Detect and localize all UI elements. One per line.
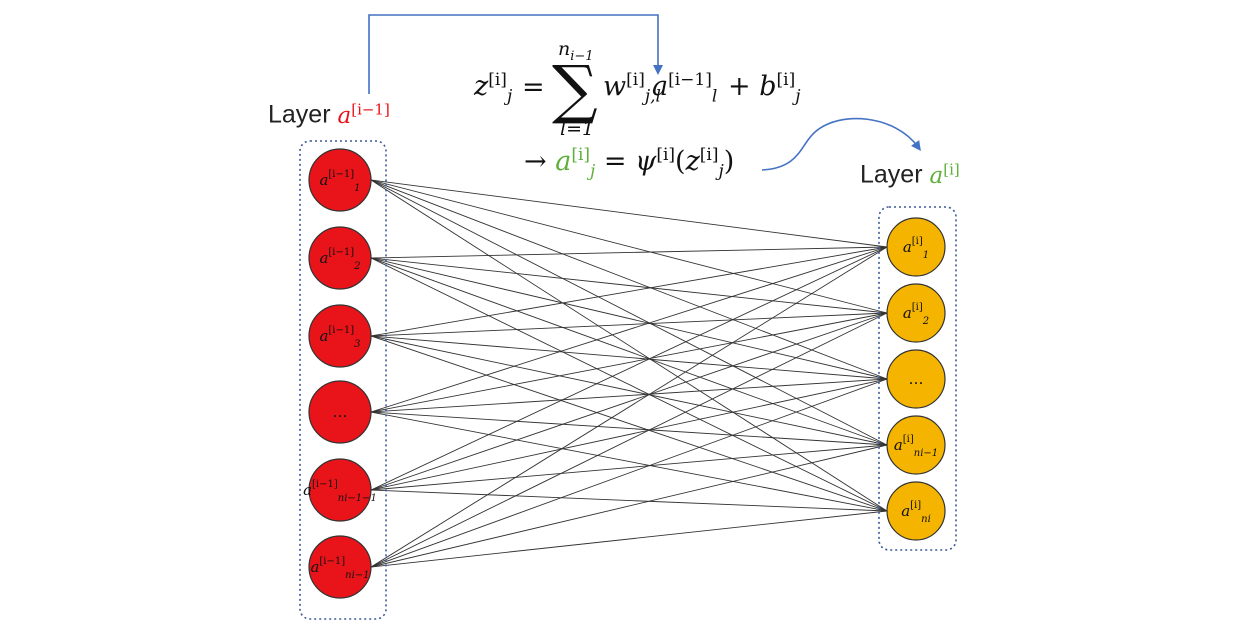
- prev-node-5: [308, 458, 372, 522]
- curr-layer-frame: [878, 206, 957, 551]
- edge-3-4: [370, 335, 888, 446]
- edge-3-3: [370, 335, 888, 380]
- edge-4-1: [370, 246, 888, 413]
- edge-5-2: [370, 312, 888, 491]
- curr-layer-symbol: a[i]: [929, 160, 960, 189]
- curr-layer-word: Layer: [860, 160, 923, 189]
- formula-weight: w[i]j,l: [603, 70, 661, 107]
- edge-3-2: [370, 312, 888, 337]
- prev-layer-label: Layer a[i−1]: [268, 100, 390, 130]
- prev-layer-symbol: a[i−1]: [337, 100, 390, 129]
- formula-bias: + b[i]j: [728, 70, 801, 107]
- curr-node-label-1: a[i]1: [903, 236, 929, 261]
- summation-symbol: ∑: [552, 53, 598, 127]
- feedback-arrow: [368, 14, 663, 94]
- edge-3-5: [370, 335, 888, 512]
- prev-node-4: [308, 380, 372, 444]
- edge-5-4: [370, 444, 888, 491]
- edge-1-4: [370, 179, 888, 446]
- prev-node-label-1: a[i−1]1: [319, 169, 360, 194]
- curr-node-1: [886, 217, 946, 277]
- prev-node-label-3: a[i−1]3: [319, 325, 360, 350]
- edge-2-3: [370, 257, 888, 380]
- edge-4-3: [370, 378, 888, 413]
- edge-1-3: [370, 179, 888, 380]
- edge-4-4: [370, 411, 888, 446]
- curr-layer-nodes: a[i]1 a[i]2 … a[i]ni−1 a[i]ni: [886, 217, 946, 541]
- prev-layer-nodes: a[i−1]1 a[i−1]2 a[i−1]3 … a[i−1]ni−1−1 a[i−1]…: [303, 148, 377, 599]
- connection-edges: [370, 179, 888, 568]
- formula-lhs: z[i]j: [474, 70, 513, 107]
- edge-6-5: [370, 510, 888, 568]
- curr-node-4: [886, 415, 946, 475]
- edge-4-5: [370, 411, 888, 512]
- edge-2-4: [370, 257, 888, 446]
- curr-node-label-4: a[i]ni−1: [894, 434, 938, 459]
- edge-6-1: [370, 246, 888, 568]
- curr-node-2: [886, 283, 946, 343]
- prev-node-label-4: …: [333, 403, 348, 421]
- edge-6-2: [370, 312, 888, 568]
- curr-node-label-5: a[i]ni: [901, 500, 931, 525]
- curr-node-5: [886, 481, 946, 541]
- curr-node-3: [886, 349, 946, 409]
- edge-2-5: [370, 257, 888, 512]
- prev-node-label-6: a[i−1]ni−1: [310, 556, 369, 581]
- edge-1-2: [370, 179, 888, 314]
- formula-prev-activation: a[i−1]l: [652, 70, 718, 107]
- summation-upper-limit: ni−1: [558, 38, 594, 64]
- edge-2-1: [370, 246, 888, 259]
- to-layer-arrow: [761, 117, 921, 171]
- edge-6-3: [370, 378, 888, 568]
- edge-5-5: [370, 489, 888, 512]
- edge-3-1: [370, 246, 888, 337]
- curr-node-label-3: …: [909, 370, 924, 388]
- edge-1-5: [370, 179, 888, 512]
- edge-4-2: [370, 312, 888, 413]
- prev-node-3: [308, 304, 372, 368]
- prev-node-label-5: a[i−1]ni−1−1: [303, 479, 377, 504]
- edge-5-3: [370, 378, 888, 491]
- curr-layer-label: Layer a[i]: [860, 160, 960, 190]
- formula-activation-line: → a[i]j = ψ[i](z[i]j): [524, 145, 735, 182]
- prev-node-6: [308, 535, 372, 599]
- edge-2-2: [370, 257, 888, 314]
- summation-lower-limit: l=1: [560, 118, 595, 140]
- prev-layer-word: Layer: [268, 100, 331, 129]
- prev-node-2: [308, 226, 372, 290]
- edge-6-4: [370, 444, 888, 568]
- prev-node-label-2: a[i−1]2: [319, 247, 360, 272]
- formula-equals: =: [522, 72, 545, 103]
- prev-layer-frame: [299, 140, 387, 620]
- edge-5-1: [370, 246, 888, 491]
- prev-node-1: [308, 148, 372, 212]
- curr-node-label-2: a[i]2: [903, 302, 929, 327]
- edge-1-1: [370, 179, 888, 248]
